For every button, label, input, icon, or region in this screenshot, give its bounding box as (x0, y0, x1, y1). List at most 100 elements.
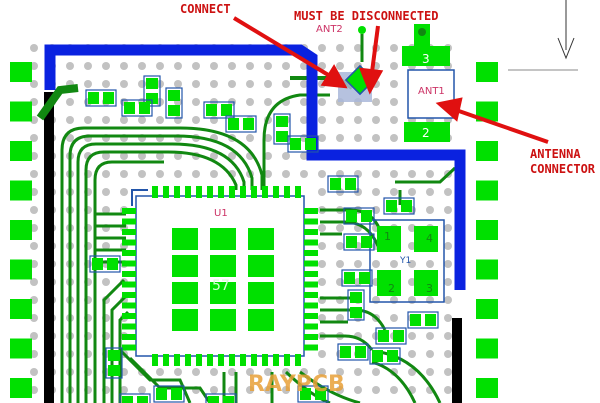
via (390, 188, 398, 196)
smd-pad (156, 388, 167, 400)
via (264, 368, 272, 376)
via (444, 314, 452, 322)
u1-pin (304, 313, 318, 319)
y1-pad-1 (377, 226, 401, 252)
via (246, 80, 254, 88)
via (390, 170, 398, 178)
u1-pin (163, 186, 169, 198)
arrow-connect (232, 16, 332, 78)
via (336, 170, 344, 178)
smd-outline (153, 385, 185, 403)
y1-pin-4: 4 (426, 232, 433, 245)
u1-pin (304, 344, 318, 351)
via (300, 98, 308, 106)
via (426, 296, 434, 304)
u1-pin (174, 186, 180, 198)
via (354, 260, 362, 268)
via (66, 134, 74, 142)
smd-pad (344, 272, 355, 284)
smd-outline (89, 255, 121, 273)
u1-pin (262, 186, 268, 198)
u1-pin (122, 208, 136, 214)
arrow-antenna-head (435, 97, 463, 122)
via (426, 350, 434, 358)
u1-thermal-pad (210, 309, 236, 331)
smd-pad (107, 258, 118, 270)
via (426, 206, 434, 214)
arrow-disconnect (370, 25, 380, 73)
smd-outline (347, 289, 365, 321)
smd-pad (361, 236, 372, 248)
edge-pad-left (10, 62, 32, 82)
via (318, 242, 326, 250)
smd-pad (146, 78, 158, 89)
smd-outline (287, 135, 319, 153)
via (30, 170, 38, 178)
smd-pad (410, 314, 421, 326)
u1-pin (284, 354, 290, 366)
via (120, 80, 128, 88)
via (318, 170, 326, 178)
u1-pin (174, 354, 180, 366)
via (174, 62, 182, 70)
via (156, 170, 164, 178)
via (192, 62, 200, 70)
callout-arrows (232, 16, 549, 144)
smd-pad (206, 104, 217, 116)
y1-pad-3 (414, 270, 438, 296)
callout-antenna-line1: ANTENNA (530, 147, 581, 161)
arrow-antenna (455, 108, 549, 144)
smd-outline (165, 87, 183, 119)
u1-pin (122, 292, 136, 298)
via (102, 206, 110, 214)
edge-pad-left (10, 220, 32, 240)
board-edge-right (452, 318, 462, 403)
smd-pad (330, 178, 341, 190)
via (390, 80, 398, 88)
ant1-label: ANT1 (418, 86, 445, 97)
via (336, 368, 344, 376)
edge-pad-left (10, 338, 32, 359)
u1-pin (304, 229, 318, 235)
y1-pin-2: 2 (388, 282, 395, 295)
via (336, 134, 344, 142)
callout-must-disconnect: MUST BE DISCONNECTED (294, 9, 439, 23)
via (282, 62, 290, 70)
via (84, 62, 92, 70)
via (102, 152, 110, 160)
via (336, 260, 344, 268)
u1-pin (185, 354, 191, 366)
smd-pad (122, 396, 133, 403)
u1-pin (196, 354, 202, 366)
edge-pad-left (10, 141, 32, 161)
ant1-pin-2: 2 (422, 126, 430, 140)
smd-pad (346, 210, 357, 222)
edge-pad-right (476, 101, 498, 122)
smd-pad (208, 396, 219, 403)
via (408, 332, 416, 340)
u1-pin (304, 260, 318, 267)
via (444, 332, 452, 340)
y1-pin-1: 1 (384, 230, 391, 243)
u1-pin (240, 354, 246, 366)
smd-outline (203, 101, 235, 119)
via (408, 296, 416, 304)
via (264, 134, 272, 142)
u1-pin (229, 354, 235, 366)
via (174, 152, 182, 160)
via (300, 116, 308, 124)
via (30, 134, 38, 142)
via (210, 80, 218, 88)
via (336, 314, 344, 322)
via (102, 188, 110, 196)
smd-outline (407, 311, 439, 329)
u1-pin (185, 186, 191, 198)
smd-pad (103, 92, 114, 104)
smd-pad (345, 178, 356, 190)
ground-trace (44, 44, 466, 290)
smd-outline (119, 393, 151, 403)
via (426, 170, 434, 178)
u1-pin (163, 354, 169, 366)
